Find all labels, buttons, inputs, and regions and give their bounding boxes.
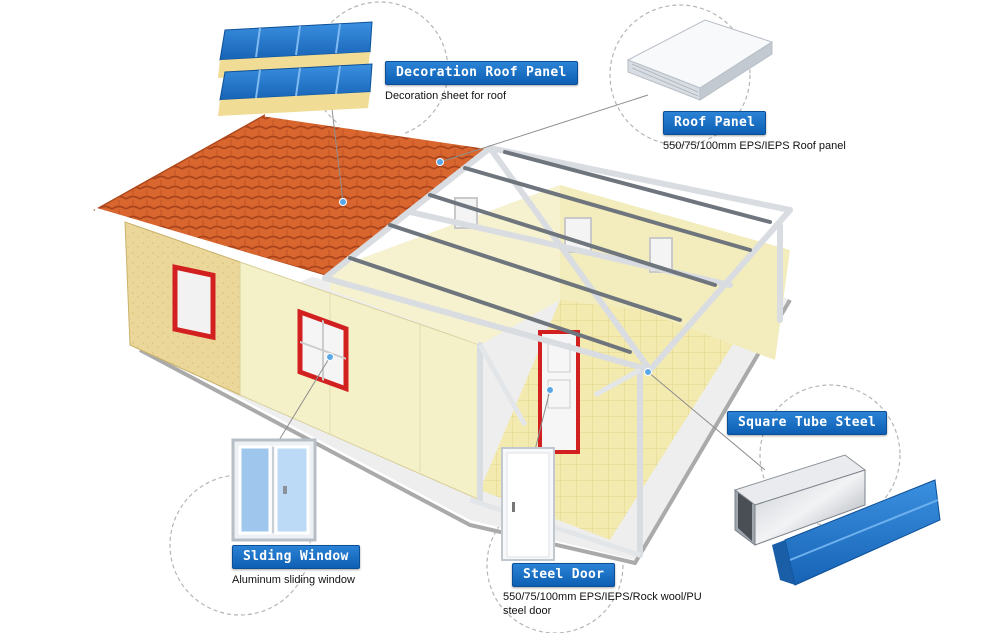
desc-sliding-window: Aluminum sliding window	[232, 574, 355, 586]
desc-steel-door-line2: steel door	[503, 605, 552, 617]
callout-circle-door	[486, 496, 624, 633]
steel-door-image	[501, 447, 555, 561]
callout-circle-square-tube	[759, 384, 901, 526]
back-wall	[330, 185, 560, 345]
leader-dots	[326, 158, 652, 394]
desc-roof-panel: 550/75/100mm EPS/IEPS Roof panel	[663, 140, 846, 152]
interior-door	[538, 330, 580, 454]
steel-purlins	[348, 150, 772, 354]
label-decoration-roof-panel: Decoration Roof Panel	[385, 61, 578, 85]
steel-roof-frame	[322, 145, 793, 558]
label-square-tube-steel: Square Tube Steel	[727, 411, 888, 435]
label-roof-panel: Roof Panel	[663, 111, 767, 135]
left-wall-window	[172, 264, 216, 341]
label-sliding-window: Slding Window	[232, 545, 360, 569]
front-window	[297, 308, 349, 393]
sliding-window-image	[231, 438, 317, 542]
leader-lines	[261, 91, 766, 471]
decoration-roof-panel-image	[218, 21, 373, 116]
roof-panel-image	[626, 19, 774, 101]
desc-decoration-roof-panel: Decoration sheet for roof	[385, 90, 507, 102]
desc-steel-door-line1: 550/75/100mm EPS/IEPS/Rock wool/PU	[503, 591, 702, 603]
callout-circle-roof-panel	[609, 4, 751, 146]
label-steel-door: Steel Door	[512, 563, 616, 587]
square-tube-steel-image	[733, 454, 941, 586]
